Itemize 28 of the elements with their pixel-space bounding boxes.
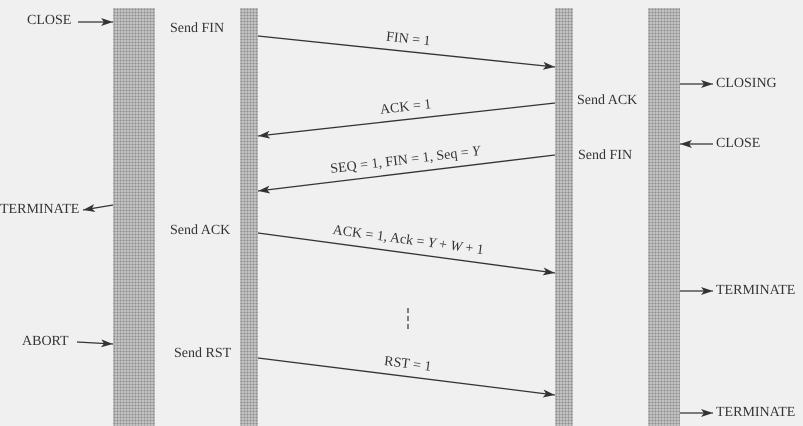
message-arrow: [258, 357, 556, 398]
state-label: CLOSE: [716, 135, 760, 153]
lifeline-bar: [113, 8, 155, 426]
action-label: Send FIN: [170, 20, 224, 38]
action-label: Send ACK: [577, 92, 638, 110]
lifeline-bar: [648, 8, 680, 426]
state-label: ABORT: [22, 333, 69, 351]
message-arrow: [680, 287, 713, 295]
action-label: Send ACK: [170, 222, 230, 240]
message-arrow: [258, 102, 556, 139]
action-label: Send FIN: [578, 147, 632, 165]
message-arrow: [680, 80, 713, 88]
message-arrow: [82, 204, 114, 212]
action-label: Send RST: [174, 345, 232, 363]
message-arrow: [258, 154, 556, 194]
state-label: TERMINATE: [716, 282, 796, 300]
state-label: TERMINATE: [716, 404, 796, 422]
state-label: CLOSING: [716, 75, 777, 93]
message-arrow: [680, 140, 713, 148]
message-arrow: [680, 409, 713, 417]
message-arrow: [258, 35, 556, 70]
message-arrow: [258, 232, 556, 276]
lifeline-bar: [555, 8, 573, 426]
state-label: CLOSE: [27, 12, 72, 30]
state-label: TERMINATE: [0, 201, 80, 219]
lifeline-bar: [240, 8, 258, 426]
message-arrow: [76, 339, 114, 348]
message-arrow: [78, 18, 113, 26]
